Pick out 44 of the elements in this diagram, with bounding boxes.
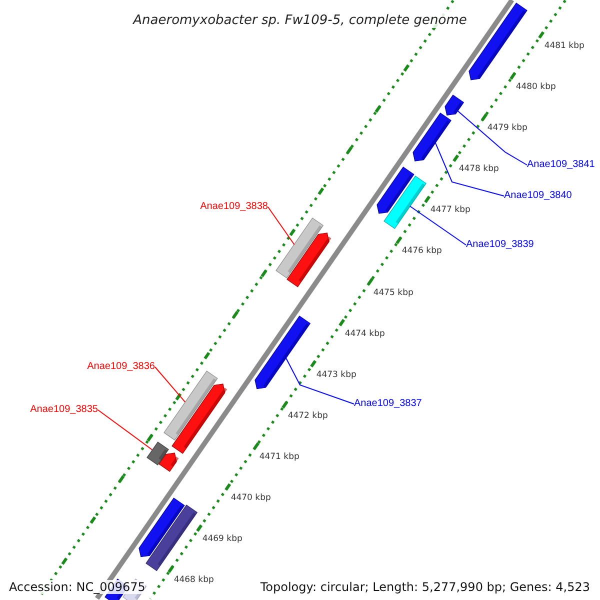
accession-text: Accession: NC_009675: [9, 580, 146, 594]
tick-label: 4476 kbp: [402, 246, 442, 256]
tick-label: 4477 kbp: [430, 205, 470, 216]
tick-label: 4472 kbp: [288, 410, 328, 421]
gene-feature: [384, 176, 426, 229]
tick-label: 4475 kbp: [373, 288, 414, 298]
leader-line: [286, 358, 354, 404]
tick-label: 4474 kbp: [344, 328, 385, 339]
gene-label: Anae109_3838: [200, 201, 268, 213]
tick-label: 4479 kbp: [487, 123, 528, 134]
gene-feature: [469, 3, 528, 80]
leader-line: [154, 366, 186, 403]
gene-feature: [138, 498, 184, 557]
gene-feature: [444, 95, 464, 116]
tick-label: 4468 kbp: [174, 575, 214, 586]
tick-label: 4469 kbp: [202, 534, 242, 544]
gene-feature: [376, 166, 414, 214]
leader-line: [98, 410, 153, 450]
gene-label: Anae109_3839: [466, 239, 534, 251]
tick-label: 4470 kbp: [230, 493, 271, 504]
gene-label: Anae109_3840: [504, 190, 572, 202]
tick-label: 4478 kbp: [458, 164, 499, 174]
gene-label: Anae109_3841: [527, 159, 595, 171]
leader-line: [409, 206, 466, 246]
gene-label: Anae109_3837: [354, 398, 422, 410]
gene-label: Anae109_3835: [30, 404, 98, 416]
map-title: Anaeromyxobacter sp. Fw109-5, complete genome: [131, 13, 469, 28]
gene-feature: [276, 218, 324, 278]
tick-label: 4481 kbp: [544, 40, 584, 51]
gene-feature: [164, 371, 218, 440]
gene-feature: [286, 233, 329, 288]
gene-feature: [146, 442, 168, 465]
gene-label: Anae109_3836: [87, 361, 155, 373]
gene-feature: [412, 113, 451, 162]
tick-label: 4471 kbp: [259, 452, 300, 462]
leader-line: [457, 110, 528, 166]
gene-feature: [172, 384, 225, 454]
leader-line: [434, 142, 504, 196]
gene-feature: [159, 452, 177, 472]
gene-feature: [146, 504, 198, 571]
gene-feature: [254, 316, 310, 390]
tick-label: 4480 kbp: [516, 82, 556, 92]
genome-stats-text: Topology: circular; Length: 5,277,990 bp; Genes: 4,523: [260, 580, 590, 594]
leader-line: [268, 206, 295, 246]
